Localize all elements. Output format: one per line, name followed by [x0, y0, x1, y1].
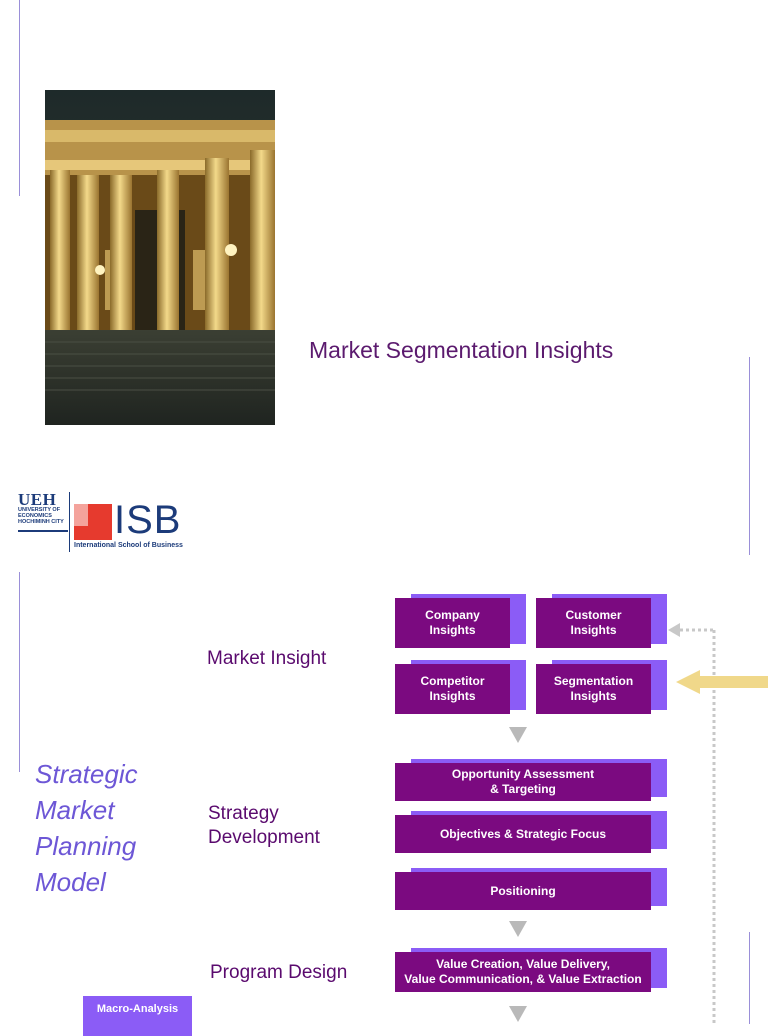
- box-label: Customer Insights: [536, 598, 651, 648]
- slide-title: Market Segmentation Insights UEH UNIVERS…: [18, 0, 750, 555]
- building-photo: [45, 90, 275, 425]
- feedback-loop-arrow-icon: [668, 623, 768, 1024]
- model-title: Strategic Market Planning Model: [35, 756, 138, 900]
- customer-insights-box: Customer Insights: [536, 594, 667, 648]
- ueh-logo-subtext: UNIVERSITY OF ECONOMICS HOCHIMINH CITY: [18, 507, 64, 525]
- stage-program-design: Program Design: [210, 962, 348, 983]
- isb-mark-icon: [74, 504, 112, 540]
- box-label: Value Creation, Value Delivery, Value Co…: [395, 952, 651, 992]
- box-label: Positioning: [395, 872, 651, 910]
- isb-logo-text: ISB: [114, 498, 182, 542]
- segmentation-insights-box: Segmentation Insights: [536, 660, 667, 714]
- left-border-line: [19, 572, 20, 772]
- objectives-box: Objectives & Strategic Focus: [395, 811, 667, 853]
- value-creation-box: Value Creation, Value Delivery, Value Co…: [395, 948, 667, 992]
- positioning-box: Positioning: [395, 868, 667, 910]
- ueh-logo-bar: [18, 530, 68, 532]
- macro-analysis-box: Macro-Analysis: [83, 996, 192, 1036]
- down-arrow-icon: [509, 1006, 527, 1022]
- company-insights-box: Company Insights: [395, 594, 526, 648]
- logo-divider: [69, 492, 70, 552]
- down-arrow-icon: [509, 727, 527, 743]
- model-title-line: Model: [35, 867, 106, 897]
- competitor-insights-box: Competitor Insights: [395, 660, 526, 714]
- left-border-line: [19, 0, 20, 196]
- isb-logo-subtext: International School of Business: [74, 542, 183, 549]
- slide-title-text: Market Segmentation Insights: [309, 337, 614, 363]
- box-label: Competitor Insights: [395, 664, 510, 714]
- ueh-logo-text: UEH: [18, 490, 57, 509]
- box-label: Opportunity Assessment & Targeting: [395, 763, 651, 801]
- box-label: Segmentation Insights: [536, 664, 651, 714]
- box-label: Objectives & Strategic Focus: [395, 815, 651, 853]
- model-title-line: Market: [35, 795, 115, 825]
- right-border-line: [749, 932, 750, 1024]
- model-title-line: Strategic: [35, 759, 138, 789]
- box-label: Company Insights: [395, 598, 510, 648]
- model-title-line: Planning: [35, 831, 137, 861]
- slide-planning-model: Strategic Market Planning Model Market I…: [0, 566, 768, 1036]
- right-border-line: [749, 357, 750, 555]
- opportunity-assessment-box: Opportunity Assessment & Targeting: [395, 759, 667, 801]
- down-arrow-icon: [509, 921, 527, 937]
- school-logo: UEH UNIVERSITY OF ECONOMICS HOCHIMINH CI…: [18, 490, 198, 554]
- stage-strategy-development: Strategy Development: [208, 803, 320, 848]
- stage-market-insight: Market Insight: [207, 648, 327, 669]
